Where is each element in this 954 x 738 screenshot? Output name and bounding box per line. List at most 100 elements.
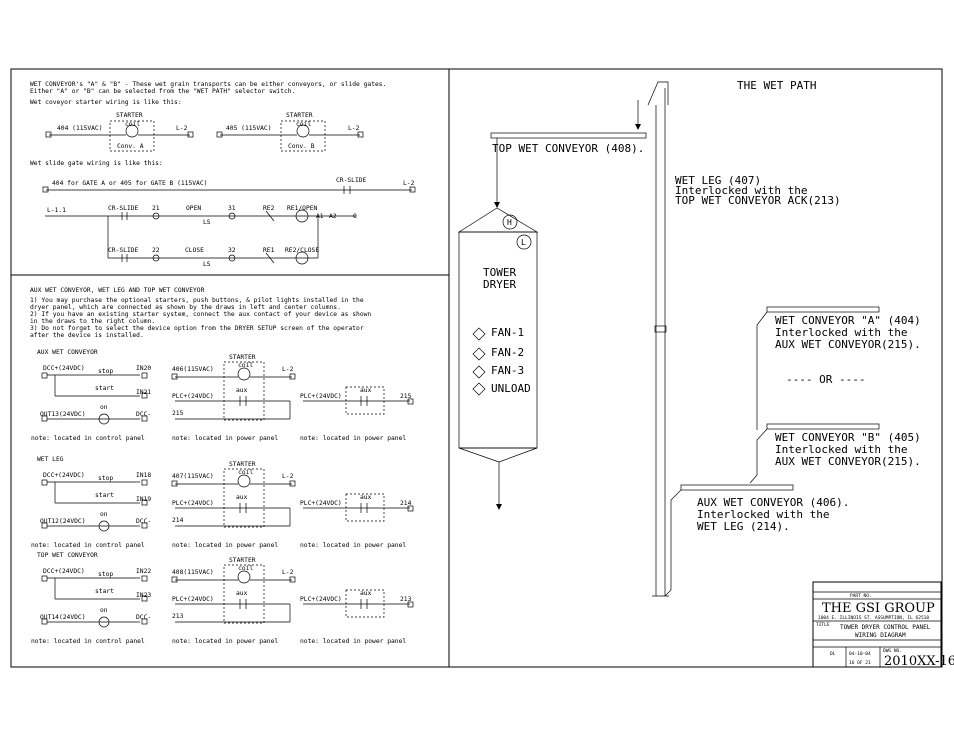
dryer-body bbox=[458, 231, 538, 449]
top-conveyor-arrow-head bbox=[494, 202, 500, 208]
circuit-title: TOP WET CONVEYOR bbox=[37, 552, 98, 559]
conveyor-b-drop bbox=[749, 428, 768, 484]
aux-contact-label: aux bbox=[236, 494, 248, 501]
aux-note-3a: 3) Do not forget to select the device op… bbox=[30, 325, 364, 332]
stop-terminal bbox=[141, 479, 148, 486]
start-terminal bbox=[141, 595, 148, 602]
aux-return-label: 214 bbox=[172, 517, 184, 524]
note-power-panel-center: note: located in power panel bbox=[172, 542, 278, 549]
slide-gate-l1: L-1.1 bbox=[47, 207, 66, 214]
starter-neutral-label: L-2 bbox=[282, 473, 294, 480]
row1-re: RE2 bbox=[263, 205, 275, 212]
row2-re-contact bbox=[265, 252, 275, 264]
starter-b-neutral: L-2 bbox=[348, 125, 360, 132]
starter-a-input: 404 (115VAC) bbox=[57, 125, 103, 132]
wet-path-title: THE WET PATH bbox=[737, 79, 816, 92]
row2-switch: CLOSE bbox=[185, 247, 204, 254]
stop-terminal bbox=[141, 575, 148, 582]
unload-icon bbox=[472, 382, 486, 396]
note-power-panel-center: note: located in power panel bbox=[172, 435, 278, 442]
note-control-panel: note: located in control panel bbox=[31, 638, 145, 645]
fan2-icon bbox=[472, 347, 486, 361]
stop-input-label: IN18 bbox=[136, 472, 151, 479]
slide-gate-circuit: 404 for GATE A or 405 for GATE B (115VAC… bbox=[42, 177, 416, 268]
starter-box bbox=[223, 564, 265, 624]
starter-terminal-left bbox=[171, 576, 178, 583]
row1-n1: 21 bbox=[152, 205, 160, 212]
row1-ls: LS bbox=[203, 219, 211, 226]
note-power-panel-center: note: located in power panel bbox=[172, 638, 278, 645]
fan1-label: FAN-1 bbox=[491, 326, 524, 339]
start-terminal bbox=[141, 392, 148, 399]
dryer-hopper bbox=[458, 447, 538, 463]
conveyor-b-label-1: WET CONVEYOR "B" (405) bbox=[775, 431, 921, 444]
tower-dryer: H L TOWER DRYER FAN-1 FAN-2 FAN-3 UNLOAD bbox=[457, 207, 539, 510]
start-input-label: IN21 bbox=[136, 389, 151, 396]
or-label: ---- OR ---- bbox=[786, 373, 865, 386]
dryer-discharge-arrow bbox=[496, 504, 502, 510]
dryer-label-1: TOWER bbox=[483, 266, 516, 279]
company-address: 1004 E. ILLINOIS ST. ASSUMPTION, IL 6251… bbox=[818, 615, 929, 621]
dcc-plus-label: DCC+(24VDC) bbox=[43, 472, 85, 479]
high-level-label: H bbox=[507, 218, 512, 227]
sheet-number: 16 OF 21 bbox=[849, 660, 871, 666]
supply-terminal-left bbox=[42, 186, 49, 193]
dcc-minus-terminal bbox=[141, 618, 148, 625]
starter-a-name: Conv. A bbox=[117, 143, 144, 150]
conveyor-a-drop bbox=[756, 311, 768, 430]
slide-gate-cr: CR-SLIDE bbox=[336, 177, 367, 184]
aux-right-label: aux bbox=[360, 494, 372, 501]
row1-node-1 bbox=[152, 212, 160, 220]
row2-node-2 bbox=[228, 254, 236, 262]
row2-cr: CR-SLIDE bbox=[108, 247, 139, 254]
aux-right-label: aux bbox=[360, 590, 372, 597]
starter-coil-icon bbox=[237, 570, 251, 584]
starter-a-terminal-left bbox=[45, 131, 52, 138]
conveyor-b-label-2: Interlocked with the bbox=[775, 443, 907, 456]
drawing-title-2: WIRING DIAGRAM bbox=[855, 632, 906, 639]
plc-right-label: PLC+(24VDC) bbox=[300, 393, 342, 400]
aux-right-terminal bbox=[407, 505, 414, 512]
circuit-title: WET LEG bbox=[37, 456, 64, 463]
aux-right-label: aux bbox=[360, 387, 372, 394]
starter-terminal-right bbox=[289, 576, 296, 583]
dwg-no-label: DWG NO. bbox=[883, 648, 902, 654]
output-label: OUT12(24VDC) bbox=[40, 518, 86, 525]
plc-right-label: PLC+(24VDC) bbox=[300, 596, 342, 603]
drawing-date: 04-10-04 bbox=[849, 651, 871, 657]
starter-coil-icon bbox=[237, 367, 251, 381]
starter-label: STARTER bbox=[229, 354, 256, 361]
fan1-icon bbox=[472, 327, 486, 341]
starter-terminal-left bbox=[171, 480, 178, 487]
plc-right-label: PLC+(24VDC) bbox=[300, 500, 342, 507]
dcc-minus-terminal bbox=[141, 522, 148, 529]
top-wet-conveyor bbox=[490, 132, 647, 139]
company-name: THE GSI GROUP bbox=[822, 601, 935, 616]
starter-b-input: 405 (115VAC) bbox=[226, 125, 272, 132]
dcc-terminal bbox=[41, 372, 48, 379]
starter-coil-label: coil bbox=[238, 565, 253, 572]
wet-leg-label-3: TOP WET CONVEYOR ACK(213) bbox=[675, 194, 841, 207]
stop-button-label: stop bbox=[98, 368, 113, 375]
dryer-label-2: DRYER bbox=[483, 278, 516, 291]
starter-wiring-title: Wet coveyor starter wiring is like this: bbox=[30, 99, 182, 106]
starter-b-coil: coil bbox=[296, 121, 311, 128]
row1-n2: 31 bbox=[228, 205, 236, 212]
conveyor-a-label-3: AUX WET CONVEYOR(215). bbox=[775, 338, 921, 351]
starter-neutral-label: L-2 bbox=[282, 569, 294, 576]
starter-input-label: 408(115VAC) bbox=[172, 569, 214, 576]
aux-return-label: 213 bbox=[172, 613, 184, 620]
title-block-frame bbox=[812, 581, 942, 668]
starter-coil-icon bbox=[237, 474, 251, 488]
intro-line-1: WET CONVEYOR's "A" & "B" - These wet gra… bbox=[30, 81, 386, 88]
start-input-label: IN19 bbox=[136, 496, 151, 503]
out-terminal bbox=[41, 618, 48, 625]
dcc-minus-label: DCC- bbox=[136, 518, 151, 525]
aux-note-2a: 2) If you have an existing starter syste… bbox=[30, 311, 371, 318]
note-power-panel-right: note: located in power panel bbox=[300, 542, 406, 549]
fan3-icon bbox=[472, 365, 486, 379]
slide-gate-title: Wet slide gate wiring is like this: bbox=[30, 160, 163, 167]
part-no-label: PART NO. bbox=[850, 593, 872, 599]
row1-switch: OPEN bbox=[186, 205, 201, 212]
